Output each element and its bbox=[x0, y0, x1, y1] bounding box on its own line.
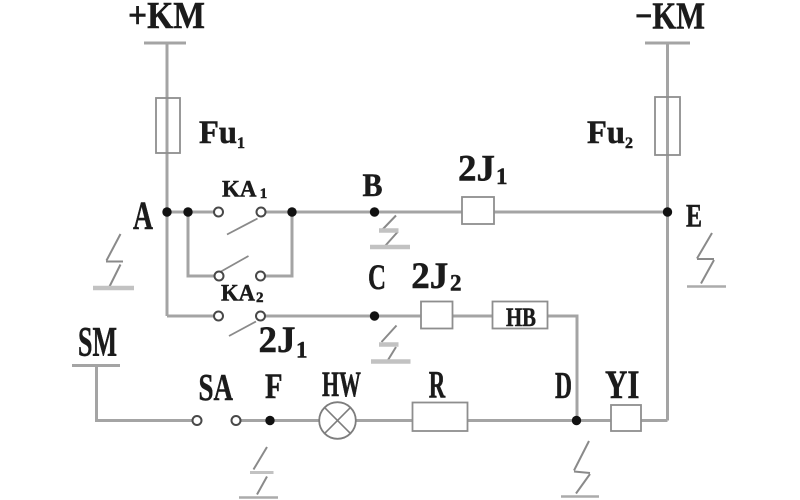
svg-text:HW: HW bbox=[322, 364, 361, 404]
svg-text:R: R bbox=[429, 364, 446, 407]
svg-text:1: 1 bbox=[237, 135, 245, 152]
svg-text:Fu: Fu bbox=[587, 115, 625, 151]
svg-text:2J: 2J bbox=[458, 148, 495, 189]
svg-text:SA: SA bbox=[199, 367, 234, 409]
svg-text:E: E bbox=[686, 199, 702, 235]
svg-text:1: 1 bbox=[296, 338, 308, 363]
svg-text:1: 1 bbox=[260, 186, 268, 202]
svg-text:KA: KA bbox=[222, 177, 257, 203]
svg-text:1: 1 bbox=[496, 164, 508, 189]
svg-text:F: F bbox=[265, 366, 283, 406]
svg-text:YI: YI bbox=[605, 362, 640, 407]
svg-text:Fu: Fu bbox=[199, 115, 237, 151]
svg-text:2: 2 bbox=[625, 135, 633, 152]
svg-text:A: A bbox=[133, 193, 153, 238]
svg-text:C: C bbox=[368, 257, 386, 297]
svg-text:2: 2 bbox=[256, 290, 264, 306]
svg-text:KA: KA bbox=[221, 281, 255, 307]
svg-text:SM: SM bbox=[78, 320, 117, 366]
svg-text:2J: 2J bbox=[259, 320, 296, 361]
svg-text:−KM: −KM bbox=[635, 0, 705, 38]
svg-text:D: D bbox=[555, 365, 572, 407]
svg-text:HB: HB bbox=[506, 303, 536, 332]
svg-text:B: B bbox=[363, 168, 383, 204]
svg-text:2: 2 bbox=[450, 271, 462, 296]
svg-text:2J: 2J bbox=[411, 255, 448, 296]
svg-text:+KM: +KM bbox=[128, 0, 205, 37]
